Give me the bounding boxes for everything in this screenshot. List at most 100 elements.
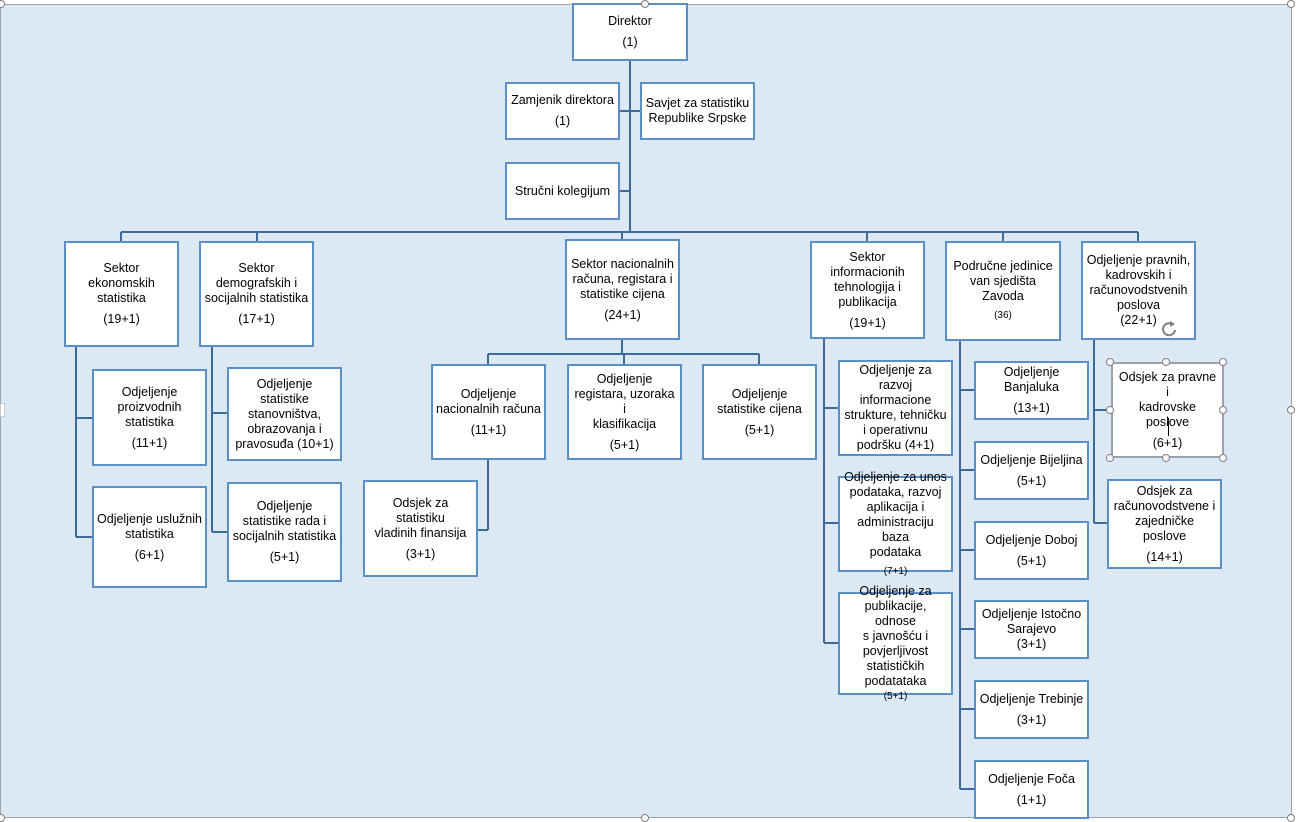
box-title: Odjeljenje Trebinje (979, 691, 1084, 706)
resize-handle-r[interactable] (1219, 406, 1227, 414)
box-count: (11+1) (131, 435, 168, 450)
box-odjeljenje-statistike-cijena[interactable]: Odjeljenje statistike cijena (5+1) (702, 364, 817, 460)
box-title: Odjeljenje za razvoj informacione strukt… (844, 363, 947, 452)
box-count: (5+1) (1016, 553, 1047, 568)
box-count: (5+1) (609, 437, 640, 452)
text-cursor (1168, 418, 1169, 436)
box-title: Sektor demografskih i socijalnih statist… (204, 261, 309, 305)
box-count: (24+1) (604, 307, 641, 322)
box-count: (11+1) (470, 422, 507, 437)
box-title: Stručni kolegijum (514, 183, 611, 198)
box-title: Odjeljenje statistike stanovništva, obra… (235, 376, 334, 451)
box-count: (3+1) (405, 546, 436, 561)
box-odsjek-vladinih-finansija[interactable]: Odsjek za statistiku vladinih finansija … (363, 480, 478, 577)
box-title: Odjeljenje Bijeljina (980, 452, 1083, 467)
box-title: Odsjek za statistiku vladinih finansija (374, 495, 467, 540)
box-title: Odjeljenje nacionalnih računa (436, 386, 541, 416)
box-savjet-za-statistiku[interactable]: Savjet za statistiku Republike Srpske (640, 82, 755, 140)
box-direktor[interactable]: Direktor (1) (572, 3, 688, 61)
box-title: Sektor ekonomskih statistika (88, 261, 155, 305)
box-sektor-ekonomskih[interactable]: Sektor ekonomskih statistika (19+1) (64, 241, 179, 347)
box-count: (5+1) (883, 690, 908, 702)
resize-handle-l[interactable] (1106, 406, 1114, 414)
box-count: (36) (994, 310, 1012, 321)
box-count: (3+1) (1016, 712, 1047, 727)
resize-handle-tr[interactable] (1219, 358, 1227, 366)
box-odjeljenje-unos-podataka[interactable]: Odjeljenje za unos podataka, razvoj apli… (838, 470, 953, 577)
canvas-handle-b[interactable] (641, 814, 649, 822)
box-count: (13+1) (1013, 401, 1050, 415)
box-count: (19+1) (103, 312, 140, 326)
box-title: Odsjek za računovodstvene i zajedničke p… (1113, 483, 1216, 543)
box-sektor-demografskih[interactable]: Sektor demografskih i socijalnih statist… (199, 241, 314, 347)
box-count: (7+1) (883, 565, 908, 577)
box-count: (1) (622, 35, 638, 49)
box-title: Sektor nacionalnih računa, registara i s… (571, 256, 674, 301)
box-sektor-informacionih[interactable]: Sektor informacionih tehnologija i publi… (810, 241, 925, 339)
canvas-handle-br[interactable] (1287, 814, 1295, 822)
resize-handle-br[interactable] (1219, 454, 1227, 462)
box-odsjek-racunovodstvene[interactable]: Odsjek za računovodstvene i zajedničke p… (1107, 479, 1222, 569)
box-title: Odjeljenje uslužnih statistika (97, 511, 202, 541)
box-odjeljenje-razvoj-strukture[interactable]: Odjeljenje za razvoj informacione strukt… (838, 360, 953, 456)
box-count: (22+1) (1120, 313, 1157, 327)
box-odjeljenje-trebinje[interactable]: Odjeljenje Trebinje (3+1) (974, 680, 1089, 739)
box-count: (6+1) (134, 547, 165, 562)
box-odjeljenje-banjaluka[interactable]: Odjeljenje Banjaluka (13+1) (974, 361, 1089, 420)
canvas-handle-tr[interactable] (1287, 0, 1295, 8)
box-odsjek-pravne-kadrovske[interactable]: Odsjek za pravne i kadrovske poslove (6+… (1111, 362, 1224, 458)
box-odjeljenje-bijeljina[interactable]: Odjeljenje Bijeljina (5+1) (974, 441, 1089, 500)
box-odjeljenje-foca[interactable]: Odjeljenje Foča (1+1) (974, 760, 1089, 819)
resize-handle-b[interactable] (1162, 454, 1170, 462)
box-odjeljenje-istocno-sarajevo[interactable]: Odjeljenje Istočno Sarajevo (3+1) (974, 600, 1089, 659)
resize-handle-bl[interactable] (1106, 454, 1114, 462)
box-strucni-kolegijum[interactable]: Stručni kolegijum (505, 162, 620, 220)
box-title: Područne jedinice van sjedišta Zavoda (953, 259, 1053, 303)
box-odjeljenje-proizvodnih[interactable]: Odjeljenje proizvodnih statistika (11+1) (92, 369, 207, 466)
box-odjeljenje-pravnih[interactable]: Odjeljenje pravnih, kadrovskih i računov… (1081, 241, 1196, 340)
box-count: (6+1) (1152, 435, 1183, 450)
canvas-handle-r[interactable] (1287, 406, 1295, 414)
box-zamjenik-direktora[interactable]: Zamjenik direktora (1) (505, 82, 620, 140)
box-count: (3+1) (1016, 637, 1047, 651)
box-count: (5+1) (269, 550, 300, 564)
box-title: Odjeljenje Istočno Sarajevo (981, 607, 1082, 636)
box-title: Odjeljenje Doboj (985, 532, 1078, 547)
box-title: Odjeljenje proizvodnih statistika (117, 384, 182, 429)
box-title: Odjeljenje Banjaluka (1003, 365, 1060, 394)
box-count: (5+1) (744, 422, 775, 437)
box-title: Sektor informacionih tehnologija i publi… (830, 249, 905, 309)
box-title: Odjeljenje statistike rada i socijalnih … (232, 499, 337, 543)
box-title: Odjeljenje pravnih, kadrovskih i računov… (1086, 253, 1191, 312)
canvas-handle-l[interactable] (0, 403, 5, 417)
box-title: Odjeljenje za publikacije, odnose s javn… (859, 583, 932, 688)
box-sektor-nacionalnih[interactable]: Sektor nacionalnih računa, registara i s… (565, 239, 680, 340)
box-count: (14+1) (1146, 549, 1183, 564)
rotate-handle-icon[interactable] (1158, 318, 1182, 340)
box-odjeljenje-usluznih[interactable]: Odjeljenje uslužnih statistika (6+1) (92, 486, 207, 588)
canvas-handle-tl[interactable] (0, 0, 5, 8)
box-title: Odjeljenje za unos podataka, razvoj apli… (844, 469, 947, 559)
box-odjeljenje-stanovnistva[interactable]: Odjeljenje statistike stanovništva, obra… (227, 367, 342, 461)
box-odjeljenje-rada[interactable]: Odjeljenje statistike rada i socijalnih … (227, 482, 342, 582)
resize-handle-tl[interactable] (1106, 358, 1114, 366)
box-title: Odjeljenje Foča (988, 771, 1075, 786)
resize-handle-t[interactable] (1162, 358, 1170, 366)
box-count: (17+1) (238, 312, 275, 326)
box-count: (1) (554, 114, 571, 128)
box-title: Odjeljenje statistike cijena (717, 386, 802, 416)
box-title: Direktor (608, 14, 652, 28)
box-odjeljenje-nacionalnih-racuna[interactable]: Odjeljenje nacionalnih računa (11+1) (431, 364, 546, 460)
box-odjeljenje-registara[interactable]: Odjeljenje registara, uzoraka i klasifik… (567, 364, 682, 460)
box-title: Odjeljenje registara, uzoraka i klasifik… (574, 371, 675, 431)
box-odjeljenje-publikacije[interactable]: Odjeljenje za publikacije, odnose s javn… (838, 584, 953, 702)
box-count: (1+1) (1016, 792, 1047, 807)
box-odjeljenje-doboj[interactable]: Odjeljenje Doboj (5+1) (974, 521, 1089, 580)
box-podrucne-jedinice[interactable]: Područne jedinice van sjedišta Zavoda (3… (945, 241, 1061, 341)
box-title: Savjet za statistiku Republike Srpske (645, 96, 750, 125)
box-count: (19+1) (849, 315, 886, 330)
box-title: Odsjek za pravne i kadrovske poslove (1118, 369, 1217, 429)
box-title: Zamjenik direktora (511, 93, 614, 107)
canvas-handle-t[interactable] (641, 0, 649, 8)
